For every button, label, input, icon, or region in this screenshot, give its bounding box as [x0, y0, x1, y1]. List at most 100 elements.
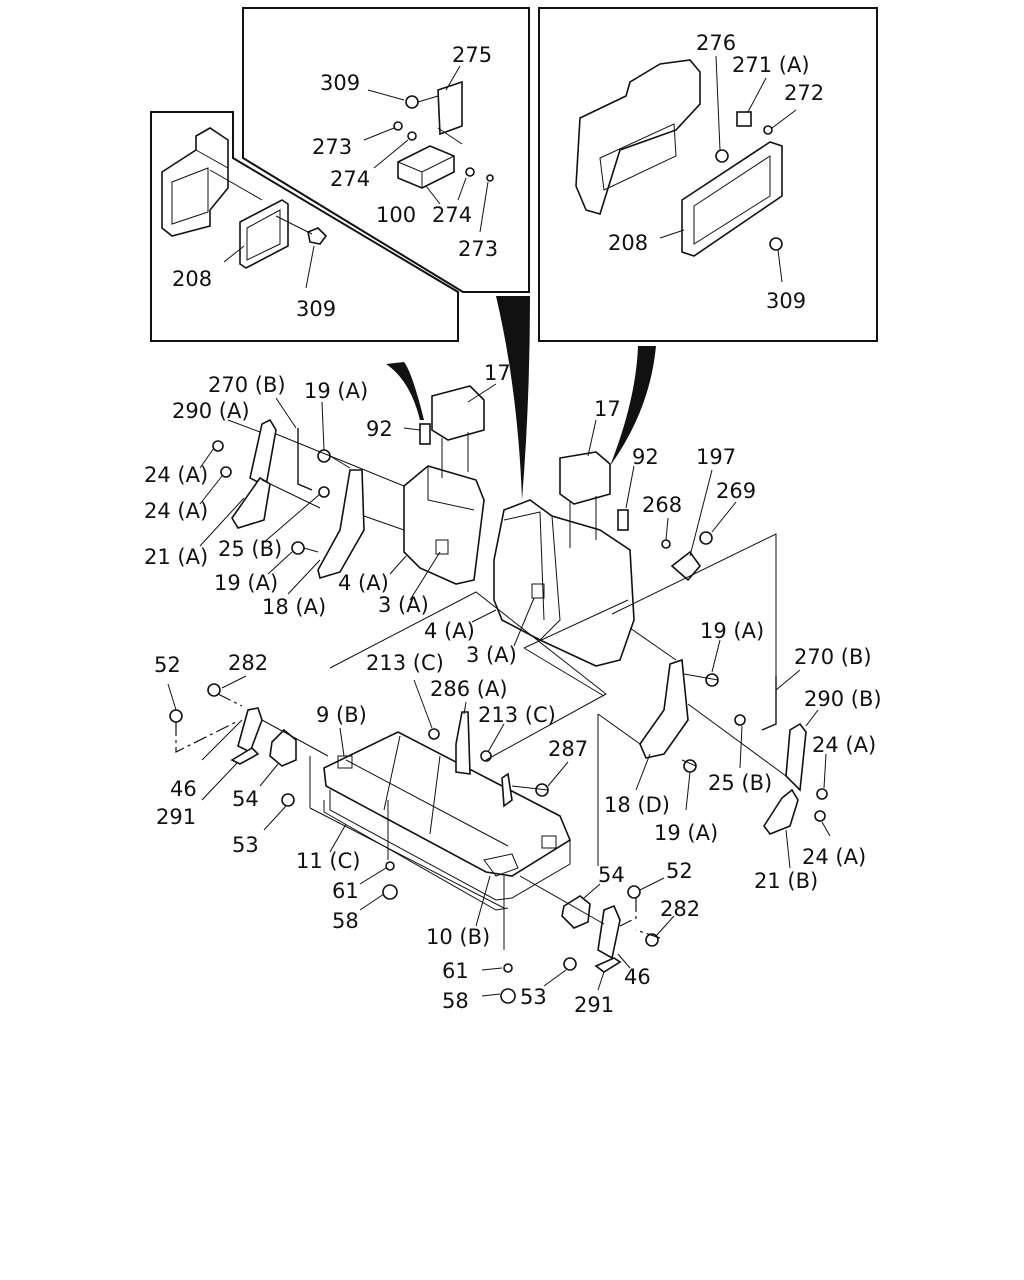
nut-274-right	[465, 167, 475, 177]
clip-309-top	[405, 95, 439, 109]
label-309-large: 309	[766, 289, 806, 313]
label-286a: 286 (A)	[430, 677, 508, 701]
label-273-right: 273	[458, 237, 498, 261]
label-25b-right: 25 (B)	[708, 771, 772, 795]
nut-274-top	[407, 131, 417, 141]
bolt-53-left	[281, 793, 295, 807]
headrest-17-left	[431, 385, 485, 478]
label-24a-1: 24 (A)	[144, 463, 208, 487]
control-module-100	[397, 145, 455, 189]
label-282-right: 282	[660, 897, 700, 921]
bolt-24a-right-upper	[816, 788, 828, 800]
label-290a: 290 (A)	[172, 399, 250, 423]
label-197: 197	[696, 445, 736, 469]
label-4a-left: 4 (A)	[338, 571, 389, 595]
foot-58-right	[500, 988, 516, 1004]
bracket-197	[670, 550, 702, 582]
seatback-panel-large	[575, 59, 729, 215]
label-54-right: 54	[598, 863, 625, 887]
bracket-286a	[455, 711, 471, 775]
seatback-left	[403, 465, 485, 585]
label-53-left: 53	[232, 833, 259, 857]
part-labels: 275 309 273 274 100 274 273 208 309 276 …	[144, 31, 882, 1017]
bracket-286a-right	[501, 772, 513, 808]
label-273-top: 273	[312, 135, 352, 159]
anchor-46-left	[237, 707, 263, 754]
label-268: 268	[642, 493, 682, 517]
leader-lines	[167, 55, 831, 997]
label-282-left: 282	[228, 651, 268, 675]
bolt-282-right	[645, 933, 659, 947]
nut-25b-right	[734, 714, 746, 726]
label-309-small: 309	[296, 297, 336, 321]
bolt-268	[661, 539, 671, 549]
label-274-right: 274	[432, 203, 472, 227]
label-25b-left: 25 (B)	[218, 537, 282, 561]
label-24a-3: 24 (A)	[812, 733, 876, 757]
label-4a-right: 4 (A)	[424, 619, 475, 643]
pin-92-right	[617, 509, 629, 531]
assembly-lines	[175, 433, 787, 950]
label-61-right: 61	[442, 959, 469, 983]
inset-box-right	[538, 7, 878, 342]
label-208-large: 208	[608, 231, 648, 255]
hinge-18d	[639, 658, 689, 759]
label-270b-left: 270 (B)	[208, 373, 286, 397]
label-18d: 18 (D)	[604, 793, 670, 817]
headrest-17-right	[559, 451, 611, 548]
callout-pointer-right	[610, 346, 656, 466]
label-100: 100	[376, 203, 416, 227]
label-92-right: 92	[632, 445, 659, 469]
screw-273-top	[393, 121, 403, 131]
label-19a-1: 19 (A)	[304, 379, 368, 403]
label-3a-left: 3 (A)	[378, 593, 429, 617]
label-21a: 21 (A)	[144, 545, 208, 569]
label-92-left: 92	[366, 417, 393, 441]
label-46-left: 46	[170, 777, 197, 801]
label-52-right: 52	[666, 859, 693, 883]
plate-291-right	[594, 957, 622, 973]
inset-box-top	[242, 7, 530, 293]
label-213c-left: 213 (C)	[366, 651, 444, 675]
callout-pointer-top	[496, 296, 530, 500]
seatback-right	[493, 499, 635, 667]
label-270b-right: 270 (B)	[794, 645, 872, 669]
inset-box-left	[150, 111, 459, 342]
rod-270b-right	[761, 676, 777, 731]
label-21b: 21 (B)	[754, 869, 818, 893]
label-291-right: 291	[574, 993, 614, 1017]
plate-21b	[763, 788, 799, 835]
pin-92-left	[419, 423, 431, 445]
plate-21a	[231, 476, 271, 529]
label-58-left: 58	[332, 909, 359, 933]
label-46-right: 46	[624, 965, 651, 989]
bolt-24a-upper	[212, 440, 224, 452]
seatback-panel-small	[161, 127, 229, 237]
label-9b: 9 (B)	[316, 703, 367, 727]
label-18a: 18 (A)	[262, 595, 326, 619]
bolt-282-left	[207, 683, 221, 697]
nut-25b-left	[318, 486, 330, 498]
label-19a-2: 19 (A)	[214, 571, 278, 595]
bolt-19a-lower-left	[291, 541, 305, 555]
label-17-right: 17	[594, 397, 621, 421]
rod-270b-left	[297, 428, 313, 491]
bracket-271a	[736, 111, 752, 127]
bracket-54-right	[561, 895, 591, 929]
label-61-left: 61	[332, 879, 359, 903]
label-54-left: 54	[232, 787, 259, 811]
screw-272	[763, 125, 773, 135]
label-17-left: 17	[484, 361, 511, 385]
label-291-left: 291	[156, 805, 196, 829]
label-19a-4: 19 (A)	[654, 821, 718, 845]
label-24a-4: 24 (A)	[802, 845, 866, 869]
plate-291-left	[230, 746, 260, 765]
bolt-269	[699, 531, 713, 545]
label-290b: 290 (B)	[804, 687, 882, 711]
seat-cushion	[323, 731, 572, 911]
bolt-52-left	[169, 709, 183, 723]
label-58-right: 58	[442, 989, 469, 1013]
label-10b: 10 (B)	[426, 925, 490, 949]
label-52-left: 52	[154, 653, 181, 677]
